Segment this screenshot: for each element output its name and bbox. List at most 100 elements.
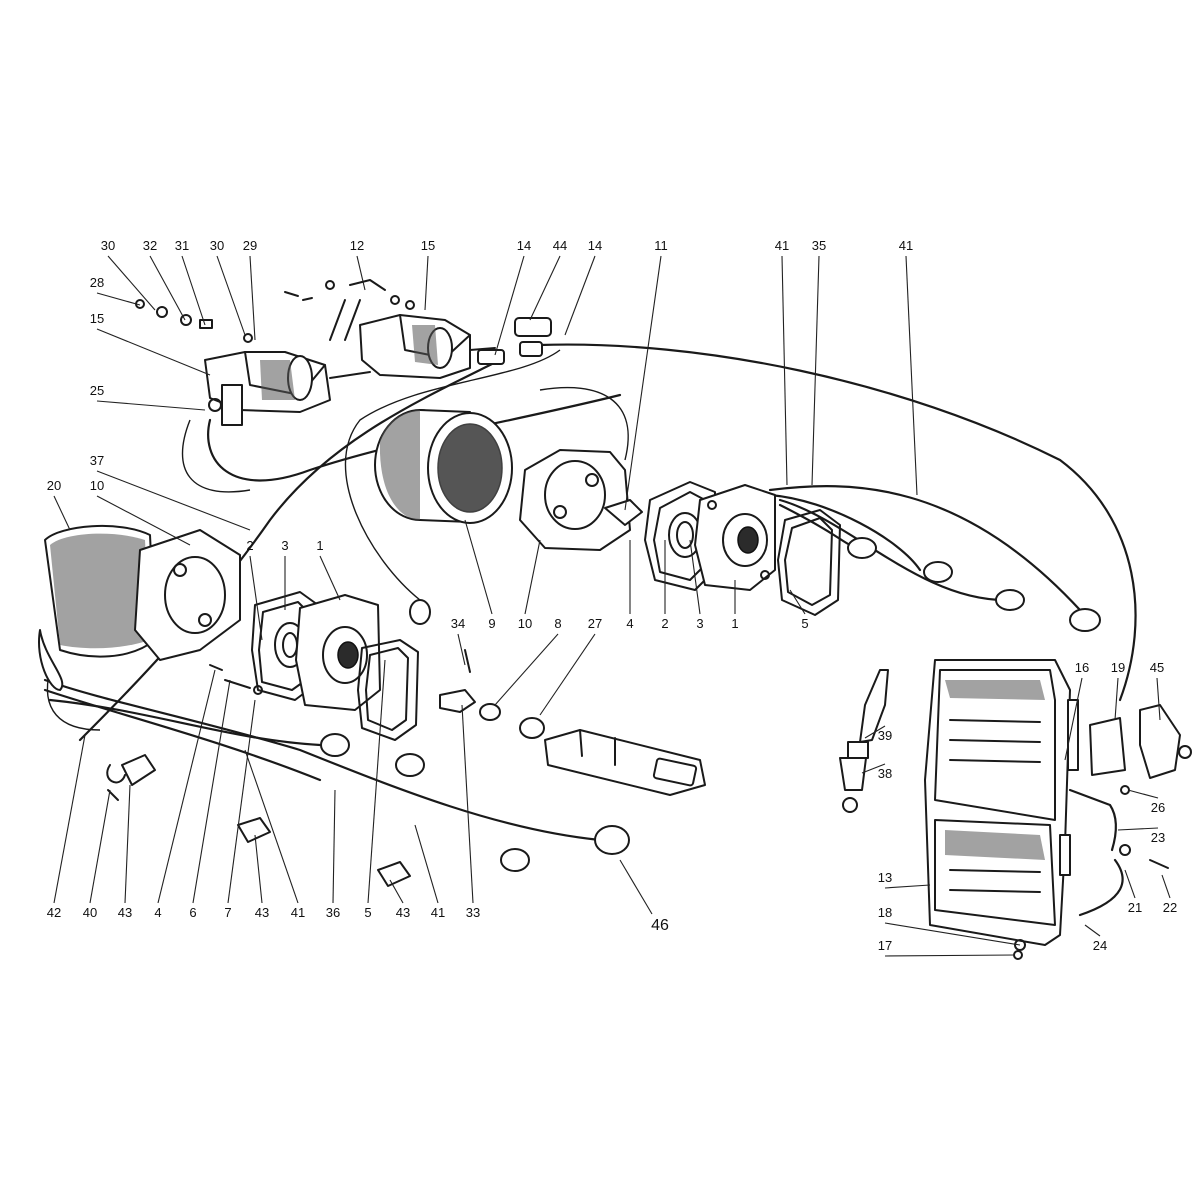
callout-c11: 11	[624, 238, 668, 511]
callout-leader	[244, 749, 299, 904]
callout-label: 41	[775, 238, 789, 253]
callout-leader	[524, 539, 541, 615]
callout-leader	[96, 292, 141, 306]
callout-label: 12	[350, 238, 364, 253]
ignition-coil-right	[359, 314, 496, 379]
callout-c15a: 15	[421, 238, 435, 311]
small-seals-and-pins	[209, 649, 545, 739]
callout-label: 21	[1128, 900, 1142, 915]
callout-leader	[53, 734, 86, 904]
callout-leader	[249, 255, 256, 341]
callout-c40: 40	[83, 789, 111, 920]
callout-leader	[157, 669, 216, 904]
callout-c23: 23	[1117, 827, 1165, 845]
callout-c14a: 14	[494, 238, 531, 356]
callout-label: 3	[696, 616, 703, 631]
callout-leader	[1084, 924, 1101, 937]
distributor-cap-right	[519, 449, 643, 551]
callout-label: 30	[210, 238, 224, 253]
callout-c41a: 41	[775, 238, 789, 486]
callout-c31: 31	[175, 238, 206, 326]
callout-label: 11	[654, 238, 668, 253]
callout-label: 23	[1151, 830, 1165, 845]
callout-label: 33	[466, 905, 480, 920]
callout-label: 31	[175, 238, 189, 253]
callout-leader	[107, 255, 156, 311]
callout-leader	[89, 789, 111, 904]
callout-label: 32	[143, 238, 157, 253]
callout-leader	[124, 784, 131, 904]
callout-leader	[332, 789, 336, 904]
callout-c42: 42	[47, 734, 86, 920]
callout-leader	[149, 255, 186, 321]
callout-leader	[539, 633, 596, 716]
callout-leader	[461, 704, 474, 904]
callout-label: 26	[1151, 800, 1165, 815]
plug-caps	[320, 537, 1101, 872]
callout-label: 1	[316, 538, 323, 553]
callout-label: 41	[431, 905, 445, 920]
callout-label: 7	[224, 905, 231, 920]
callout-label: 5	[364, 905, 371, 920]
distributor-shaft	[544, 729, 706, 796]
callout-label: 43	[118, 905, 132, 920]
gasket-5-right	[777, 509, 841, 616]
callout-leader	[884, 884, 931, 889]
callout-label: 34	[451, 616, 465, 631]
callout-c6: 6	[189, 679, 231, 920]
callout-leader	[689, 539, 701, 615]
callout-label: 6	[189, 905, 196, 920]
callout-c10b: 10	[518, 539, 541, 631]
callout-leader	[494, 633, 559, 706]
callout-label: 28	[90, 275, 104, 290]
callout-label: 36	[326, 905, 340, 920]
callout-c4a: 4	[626, 540, 634, 631]
callout-label: 22	[1163, 900, 1177, 915]
callout-leader	[905, 255, 918, 496]
callout-label: 15	[90, 311, 104, 326]
callout-c32: 32	[143, 238, 186, 321]
callout-label: 10	[518, 616, 532, 631]
callout-label: 2	[661, 616, 668, 631]
callout-c41b: 41	[899, 238, 918, 496]
callout-leader	[457, 633, 466, 666]
callout-leader	[884, 954, 1016, 957]
callout-c10a: 10	[90, 478, 191, 546]
callout-leader	[464, 519, 493, 615]
callout-label: 20	[47, 478, 61, 493]
callout-label: 18	[878, 905, 892, 920]
callout-leader	[254, 834, 263, 904]
callout-label: 24	[1093, 938, 1107, 953]
ignition-coil-left	[204, 351, 371, 426]
callout-c30a: 30	[101, 238, 156, 311]
callout-c12: 12	[350, 238, 366, 291]
callout-label: 35	[812, 238, 826, 253]
callout-leader-46	[619, 859, 653, 915]
callout-leader	[1127, 789, 1159, 799]
callout-label: 43	[396, 905, 410, 920]
callout-c1a: 1	[316, 538, 341, 601]
callout-label-46: 46	[651, 917, 669, 934]
callout-label: 39	[878, 728, 892, 743]
callout-c7: 7	[224, 699, 256, 920]
callout-c29: 29	[243, 238, 257, 341]
callout-leader	[96, 470, 251, 531]
ignition-control-module	[924, 659, 1079, 946]
callout-label: 42	[47, 905, 61, 920]
callout-leader	[96, 400, 206, 411]
callout-leader	[781, 255, 788, 486]
callout-c27: 27	[539, 616, 602, 716]
callout-c16: 16	[1064, 660, 1089, 761]
callout-leader	[414, 824, 439, 904]
callout-leader	[424, 255, 429, 311]
callout-label: 13	[878, 870, 892, 885]
callout-leader	[192, 679, 231, 904]
callout-leader	[227, 699, 256, 904]
callout-label: 16	[1075, 660, 1089, 675]
callout-leader	[1064, 677, 1083, 761]
callout-label: 44	[553, 238, 567, 253]
callout-label: 2	[246, 538, 253, 553]
callout-c28: 28	[90, 275, 141, 306]
housing-1-right	[694, 484, 776, 591]
callout-label: 1	[731, 616, 738, 631]
